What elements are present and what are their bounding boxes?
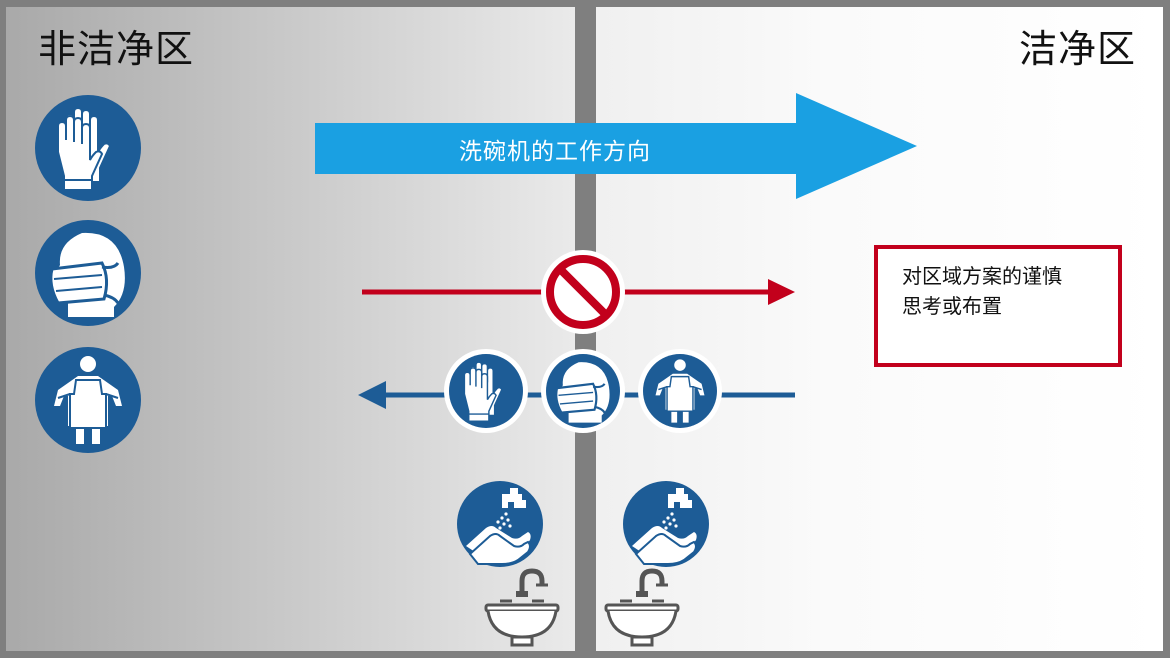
apron-icon xyxy=(35,347,141,453)
unclean-zone-title: 非洁净区 xyxy=(38,27,195,71)
sink-icon xyxy=(606,571,678,645)
gloves-icon xyxy=(35,95,141,201)
dishwasher-direction-arrow xyxy=(315,93,917,199)
dishwasher-direction-label: 洗碗机的工作方向 xyxy=(459,139,651,165)
apron-icon xyxy=(638,349,722,433)
hand-wash-icon xyxy=(457,481,543,567)
clean-zone-title: 洁净区 xyxy=(1018,27,1136,71)
face-mask-icon xyxy=(35,220,141,326)
gloves-icon xyxy=(444,349,528,433)
hand-wash-icon xyxy=(623,481,709,567)
prohibition-icon xyxy=(541,250,625,334)
planning-note-line: 思考或布置 xyxy=(902,294,1002,318)
planning-note-line: 对区域方案的谨慎 xyxy=(902,264,1062,288)
planning-note-box: 对区域方案的谨慎 思考或布置 xyxy=(874,245,1122,367)
face-mask-icon xyxy=(541,349,625,433)
sink-icon xyxy=(486,571,558,645)
